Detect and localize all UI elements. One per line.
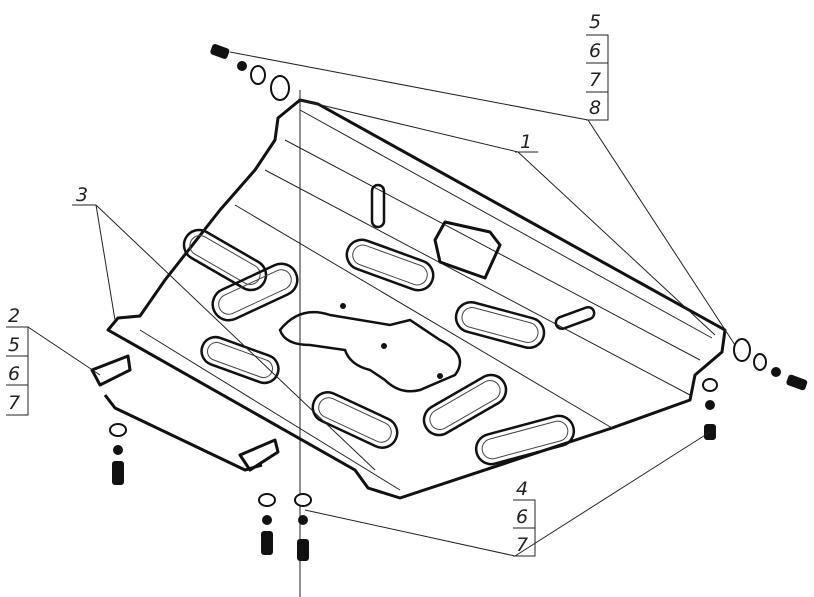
callout-4-bottom: 4 [516,478,528,500]
skid-plate [106,98,727,500]
callout-7-bottom: 7 [516,534,528,556]
callout-3: 3 [76,184,88,206]
callout-5-left: 5 [8,334,20,356]
leader-lines [6,34,736,557]
callout-6-left: 6 [8,363,20,385]
hardware [109,44,808,561]
callout-1: 1 [520,131,532,153]
callout-5-top: 5 [589,11,601,33]
callout-6-bottom: 6 [516,506,528,528]
callout-8-top: 8 [589,97,601,119]
callout-2-left: 2 [8,305,20,327]
callout-7-top: 7 [589,69,601,91]
callout-6-top: 6 [589,40,601,62]
callout-7-left: 7 [8,392,20,414]
bracket [90,354,280,472]
